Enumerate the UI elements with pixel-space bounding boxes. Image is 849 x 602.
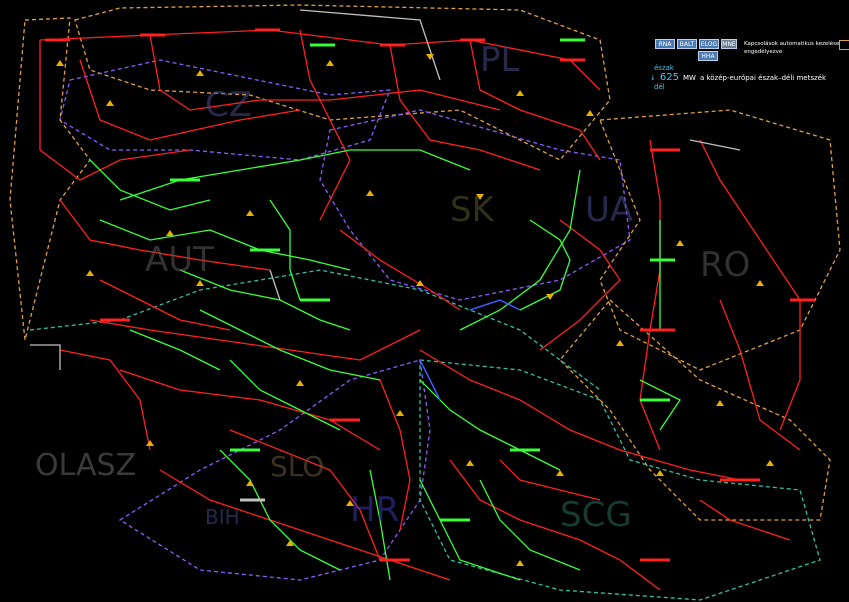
auto-switching-swatch bbox=[839, 40, 849, 50]
region-label-ro: RO bbox=[700, 245, 750, 285]
region-label-slo: SLO bbox=[270, 450, 324, 483]
region-label-cz: CZ bbox=[205, 85, 252, 125]
button-balt[interactable]: BALT bbox=[677, 39, 697, 49]
region-label-olasz: OLASZ bbox=[35, 448, 136, 483]
arrow-down-icon: ↓ bbox=[650, 74, 656, 82]
button-elog[interactable]: ELOG bbox=[699, 39, 719, 49]
border-ua bbox=[600, 110, 840, 370]
region-label-hr: HR bbox=[350, 490, 399, 530]
border-ro bbox=[560, 300, 830, 520]
button-rna[interactable]: RNA bbox=[655, 39, 675, 49]
flow-description: a közép-európai észak–déli metszék bbox=[700, 74, 826, 82]
button-mne[interactable]: MNE bbox=[721, 39, 737, 49]
region-label-scg: SCG bbox=[560, 495, 632, 535]
auto-switching-legend: Kapcsolások automatikus kezelése engedél… bbox=[740, 38, 845, 58]
flow-value: 625 bbox=[660, 72, 679, 83]
flow-north-label: észak bbox=[650, 64, 826, 72]
region-label-ua: UA bbox=[585, 190, 633, 230]
border-pl bbox=[75, 5, 610, 160]
auto-switching-text: Kapcsolások automatikus kezelése engedél… bbox=[744, 41, 839, 55]
flow-south-label: dél bbox=[650, 83, 826, 91]
flow-unit: MW bbox=[683, 74, 696, 82]
flow-indicator: észak ↓ 625 MW a közép-európai észak–dél… bbox=[650, 64, 826, 91]
region-label-aut: AUT bbox=[145, 240, 214, 280]
region-label-bih: BIH bbox=[205, 505, 240, 529]
region-label-sk: SK bbox=[450, 190, 494, 230]
button-hha[interactable]: HHA bbox=[698, 51, 718, 61]
region-label-pl: PL bbox=[480, 40, 519, 80]
